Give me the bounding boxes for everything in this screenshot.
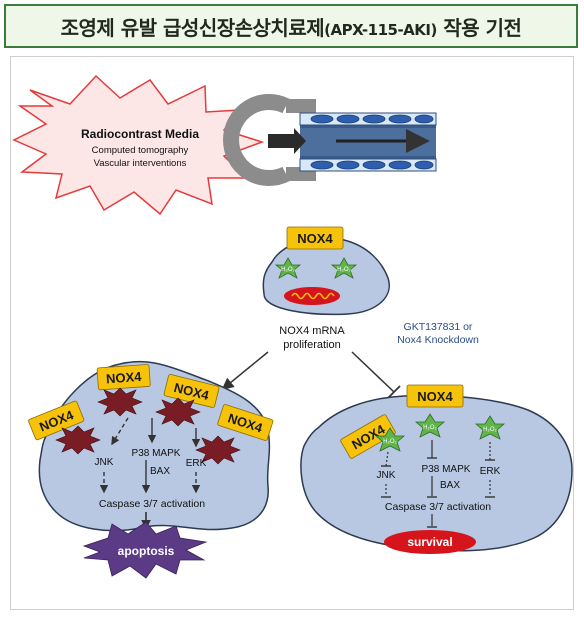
left-caspase: Caspase 3/7 activation <box>99 498 205 510</box>
h2o2-star-icon: H₂O₂ <box>474 415 506 440</box>
h2o2-burst-icon <box>155 397 201 427</box>
svg-text:H₂O₂: H₂O₂ <box>281 267 295 273</box>
page-title: 조영제 유발 급성신장손상치료제(APX-115-AKI) 작용 기전 <box>61 12 522 41</box>
left-bax: BAX <box>150 466 170 477</box>
h2o2-star-icon: H₂O₂ <box>374 427 406 452</box>
injection-arrow <box>268 128 306 154</box>
nox4-badge-left-2: NOX4 <box>163 374 220 408</box>
title-drug-code: (APX-115-AKI) <box>324 20 437 39</box>
left-jnk: JNK <box>95 457 114 468</box>
inhibitor-line2: Nox4 Knockdown <box>397 334 479 346</box>
survival-badge <box>384 530 476 554</box>
apoptosis-label: apoptosis <box>118 544 175 558</box>
svg-text:H₂O₂: H₂O₂ <box>337 267 351 273</box>
inhibition-to-survival-cell <box>351 351 395 393</box>
right-erk: ERK <box>480 466 501 477</box>
inhibition-bar <box>387 385 401 399</box>
svg-text:H₂O₂: H₂O₂ <box>383 439 397 445</box>
h2o2-burst-icon <box>195 435 241 465</box>
figure-frame <box>10 56 574 610</box>
mitochondrion-icon <box>284 287 340 305</box>
h2o2-star-icon: H₂O₂ <box>274 257 302 279</box>
source-line2: Vascular interventions <box>94 158 187 169</box>
right-caspase: Caspase 3/7 activation <box>385 501 491 513</box>
source-line1: Computed tomography <box>92 145 189 156</box>
title-bar: 조영제 유발 급성신장손상치료제(APX-115-AKI) 작용 기전 <box>4 4 578 48</box>
radiocontrast-burst <box>12 74 265 216</box>
svg-text:H₂O₂: H₂O₂ <box>423 425 437 431</box>
nox4-label: NOX4 <box>297 231 333 246</box>
apoptosis-burst <box>82 521 208 579</box>
right-p38: P38 MAPK <box>422 464 471 475</box>
inhibitor-line1: GKT137831 or <box>404 321 473 333</box>
right-jnk: JNK <box>377 470 396 481</box>
h2o2-burst-icon <box>55 425 101 455</box>
arrow-to-apoptosis-cell <box>221 351 269 390</box>
nox4-badge-top: NOX4 <box>286 226 344 250</box>
source-name: Radiocontrast Media <box>81 127 199 141</box>
nox4-label: NOX4 <box>106 369 143 386</box>
right-bax: BAX <box>440 480 460 491</box>
nox4-label: NOX4 <box>417 389 453 404</box>
nox4-mrna-label: NOX4 mRNA <box>279 325 345 337</box>
left-erk: ERK <box>186 458 207 469</box>
survival-label: survival <box>407 535 452 549</box>
dashed-arrow <box>111 417 129 446</box>
h2o2-star-icon: H₂O₂ <box>330 257 358 279</box>
h2o2-star-icon: H₂O₂ <box>414 413 446 438</box>
title-tail: 작용 기전 <box>443 15 522 40</box>
h2o2-burst-icon <box>97 387 143 417</box>
title-main: 조영제 유발 급성신장손상치료제 <box>60 15 325 40</box>
nox4-badge-left-1: NOX4 <box>96 364 151 391</box>
svg-text:H₂O₂: H₂O₂ <box>483 427 497 433</box>
proliferation-label: proliferation <box>283 339 340 351</box>
nox4-badge-right-top: NOX4 <box>406 384 464 408</box>
left-p38: P38 MAPK <box>132 448 181 459</box>
